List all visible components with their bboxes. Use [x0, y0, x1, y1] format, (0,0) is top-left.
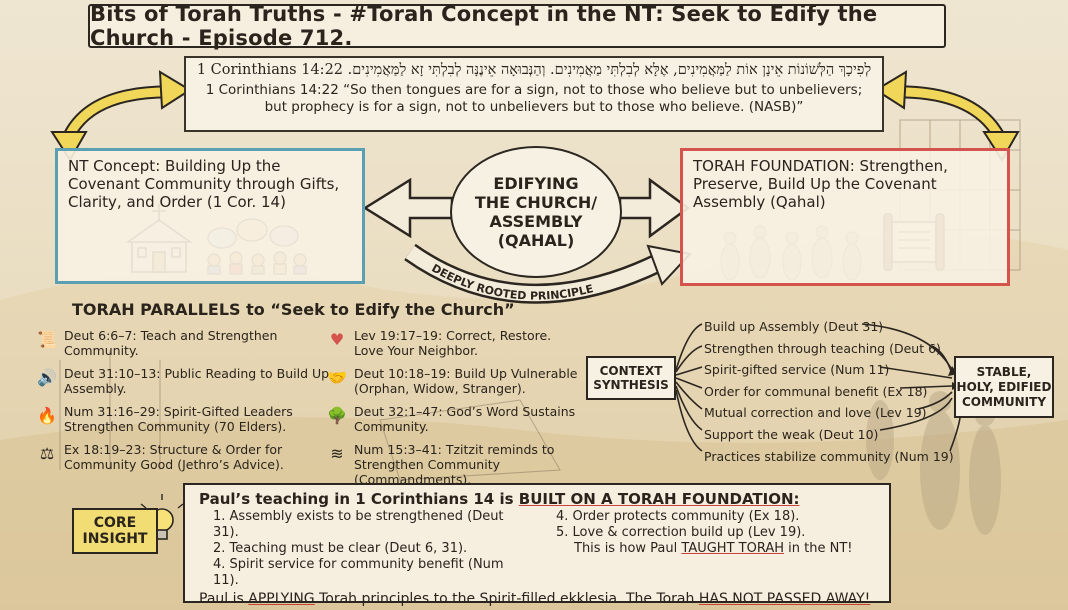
heart-icon: ♥	[329, 329, 345, 349]
parallel-item: ≋ Num 15:3–41: Tzitzit reminds to Streng…	[326, 442, 614, 487]
parallel-item-text: Ex 18:19–23: Structure & Order for Commu…	[64, 442, 284, 472]
right-verse-arrow	[874, 70, 1020, 162]
synthesis-arrows	[675, 323, 703, 452]
core-insight-tag: CORE INSIGHT	[72, 508, 158, 554]
flame-icon: 🔥	[37, 405, 57, 425]
episode-title: Bits of Torah Truths - #Torah Concept in…	[90, 2, 878, 50]
outcome-item: Practices stabilize community (Num 19)	[704, 448, 954, 464]
parallel-item-text: Deut 10:18–19: Build Up Vulnerable (Orph…	[354, 366, 578, 396]
parallel-item: 🤝 Deut 10:18–19: Build Up Vulnerable (Or…	[326, 366, 584, 396]
scroll-icon: 📜	[37, 329, 57, 349]
core-footer-a: Paul is	[199, 591, 249, 607]
parallel-item-text: Num 31:16–29: Spirit-Gifted Leaders Stre…	[64, 404, 293, 434]
core-heading-b: BUILT ON A TORAH FOUNDATION:	[518, 490, 800, 508]
context-synthesis-box: CONTEXT SYNTHESIS	[586, 356, 676, 400]
core-heading-a: Paul’s teaching in 1 Corinthians 14 is	[199, 490, 519, 508]
core-taught-a: This is how Paul	[574, 541, 682, 556]
deeply-rooted-arc: DEEPLY ROOTED PRINCIPLE	[404, 243, 692, 304]
core-taught-b: TAUGHT TORAH	[681, 541, 785, 556]
core-taught-c: in the NT!	[784, 541, 853, 556]
tree-icon: 🌳	[327, 405, 347, 425]
outcome-item: Strengthen through teaching (Deut 6)	[704, 340, 941, 356]
parallel-item: 🌳 Deut 32:1–47: God’s Word Sustains Comm…	[326, 404, 584, 434]
edifying-center-circle: EDIFYING THE CHURCH/ ASSEMBLY (QAHAL)	[450, 146, 622, 278]
core-tag-line-2: INSIGHT	[82, 531, 148, 547]
handshake-icon: 🤝	[327, 367, 347, 387]
parallel-item-text: Lev 19:17–19: Correct, Restore. Love You…	[354, 328, 552, 358]
outcome-item: Support the weak (Deut 10)	[704, 426, 879, 442]
outcome-list: Build up Assembly (Deut 31) Strengthen t…	[704, 316, 954, 467]
outcome-item: Spirit-gifted service (Num 11)	[704, 362, 890, 378]
parallel-item-text: Deut 31:10–13: Public Reading to Build U…	[64, 366, 330, 396]
parallel-item-text: Deut 32:1–47: God’s Word Sustains Commun…	[354, 404, 576, 434]
center-line-3: ASSEMBLY	[489, 212, 583, 231]
core-heading: Paul’s teaching in 1 Corinthians 14 is B…	[199, 491, 875, 507]
outcome-item: Build up Assembly (Deut 31)	[704, 319, 884, 334]
center-line-4: (QAHAL)	[497, 231, 575, 250]
parallel-item: 📜 Deut 6:6–7: Teach and Strengthen Commu…	[36, 328, 332, 358]
parallel-item-text: Deut 6:6–7: Teach and Strengthen Communi…	[64, 328, 278, 358]
english-verse: 1 Corinthians 14:22 “So then tongues are…	[205, 82, 863, 115]
center-right-arrow	[618, 177, 691, 239]
core-tag-line-1: CORE	[93, 515, 137, 531]
center-line-1: EDIFYING	[493, 174, 579, 193]
nt-concept-text: NT Concept: Building Up the Covenant Com…	[68, 157, 340, 211]
parallels-title: TORAH PARALLELS to “Seek to Edify the Ch…	[72, 300, 515, 319]
nt-concept-box: NT Concept: Building Up the Covenant Com…	[55, 148, 365, 284]
tassel-icon: ≋	[330, 443, 344, 463]
context-synthesis-label: CONTEXT SYNTHESIS	[593, 364, 669, 392]
parallel-item: 🔥 Num 31:16–29: Spirit-Gifted Leaders St…	[36, 404, 332, 434]
core-point: 1. Assembly exists to be strengthened (D…	[213, 509, 504, 540]
core-point-taught: This is how Paul TAUGHT TORAH in the NT!	[556, 541, 875, 557]
outcome-item: Order for communal benefit (Ex 18)	[704, 383, 928, 399]
outcome-item: Mutual correction and love (Lev 19)	[704, 405, 927, 421]
core-footer-c: Torah principles to the Spirit-filled ek…	[314, 591, 699, 607]
core-footer-d: HAS NOT PASSED AWAY!	[698, 591, 871, 607]
result-label: STABLE, HOLY, EDIFIED COMMUNITY	[956, 364, 1052, 409]
core-point: 2. Teaching must be clear (Deut 6, 31).	[213, 541, 468, 556]
hebrew-verse: לְפִיכָךְ הַלְּשׁוֹנוֹת אֵינָן אוֹת לַמַ…	[196, 62, 872, 79]
hebrew-verse-ref: 1 Corinthians 14:22	[196, 62, 344, 78]
core-footer-b: APPLYING	[248, 591, 315, 607]
core-footer: Paul is APPLYING Torah principles to the…	[199, 591, 875, 607]
left-verse-arrow	[50, 70, 192, 162]
parallel-item: ⚖ Ex 18:19–23: Structure & Order for Com…	[36, 442, 332, 472]
gavel-icon: ⚖	[39, 443, 55, 463]
episode-title-banner: Bits of Torah Truths - #Torah Concept in…	[88, 2, 946, 50]
parallel-item-text: Num 15:3–41: Tzitzit reminds to Strength…	[354, 442, 555, 487]
result-box: STABLE, HOLY, EDIFIED COMMUNITY	[954, 356, 1054, 418]
torah-foundation-box: TORAH FOUNDATION: Strengthen, Preserve, …	[680, 148, 1010, 286]
core-insight-box: Paul’s teaching in 1 Corinthians 14 is B…	[183, 483, 891, 607]
parallel-item: ♥ Lev 19:17–19: Correct, Restore. Love Y…	[326, 328, 584, 358]
center-line-2: THE CHURCH/	[474, 193, 598, 212]
speaker-icon: 🔊	[37, 367, 57, 387]
verse-box: לְפִיכָךְ הַלְּשׁוֹנוֹת אֵינָן אוֹת לַמַ…	[184, 56, 884, 132]
core-point: 4. Order protects community (Ex 18).	[556, 509, 800, 524]
core-point: 5. Love & correction build up (Lev 19).	[556, 525, 806, 540]
core-point: 4. Spirit service for community benefit …	[213, 557, 504, 588]
center-left-arrow	[362, 177, 454, 239]
torah-foundation-text: TORAH FOUNDATION: Strengthen, Preserve, …	[693, 157, 948, 211]
hebrew-verse-text: לְפִיכָךְ הַלְּשׁוֹנוֹת אֵינָן אוֹת לַמַ…	[347, 62, 872, 78]
parallel-item: 🔊 Deut 31:10–13: Public Reading to Build…	[36, 366, 332, 396]
